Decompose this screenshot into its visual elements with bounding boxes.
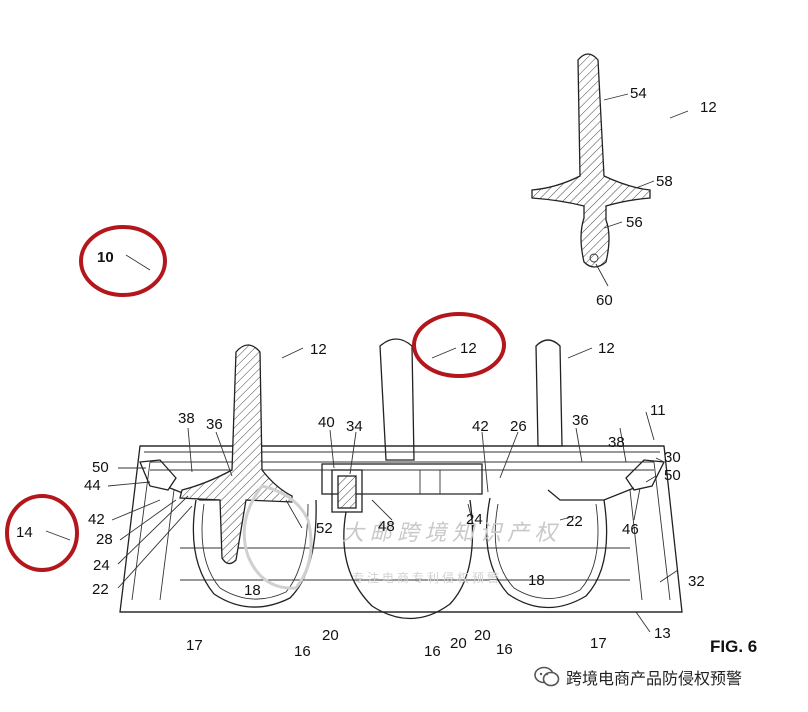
label-38-right: 38 <box>608 434 625 451</box>
label-48: 48 <box>378 518 395 535</box>
label-10: 10 <box>97 249 114 266</box>
label-50-left: 50 <box>92 459 109 476</box>
spoons-in-tray <box>179 338 563 565</box>
watermark-line-1: 大 邮 跨 境 知 识 产 权 <box>342 520 560 545</box>
label-58: 58 <box>656 173 673 190</box>
label-34: 34 <box>346 418 363 435</box>
cups <box>192 497 608 620</box>
tray-body <box>119 445 683 613</box>
label-12-detached: 12 <box>700 99 717 116</box>
label-16-center: 16 <box>424 643 441 660</box>
label-42-center: 42 <box>472 418 489 435</box>
channel-badge[interactable]: 跨境电商产品防侵权预警 <box>534 664 742 690</box>
label-24-center: 24 <box>466 511 483 528</box>
watermark: 大 邮 跨 境 知 识 产 权 专 注 电 商 专 利 侵 权 预 警 <box>242 484 560 590</box>
label-22-left: 22 <box>92 581 109 598</box>
label-18-right: 18 <box>528 572 545 589</box>
label-20-right: 20 <box>474 627 491 644</box>
label-20-center: 20 <box>450 635 467 652</box>
label-18-left: 18 <box>244 582 261 599</box>
label-11: 11 <box>650 402 666 419</box>
reference-numerals: 54 12 58 56 60 10 12 12 12 38 36 40 34 4… <box>16 85 757 660</box>
detached-spoon <box>531 53 651 268</box>
label-24-left: 24 <box>93 557 110 574</box>
channel-name: 跨境电商产品防侵权预警 <box>566 669 743 688</box>
label-16-left: 16 <box>294 643 311 660</box>
highlight-circle-14 <box>5 494 79 572</box>
label-12-right: 12 <box>598 340 615 357</box>
label-13: 13 <box>654 625 671 642</box>
label-40: 40 <box>318 414 335 431</box>
label-32: 32 <box>688 573 705 590</box>
label-28: 28 <box>96 531 113 548</box>
highlight-circle-12 <box>412 312 506 378</box>
label-17-right: 17 <box>590 635 607 652</box>
label-44: 44 <box>84 477 101 494</box>
leader-lines <box>45 93 689 633</box>
highlight-circle-10 <box>79 225 167 297</box>
label-54: 54 <box>630 85 647 102</box>
label-46: 46 <box>622 521 639 538</box>
label-22-right: 22 <box>566 513 583 530</box>
highlight-circles <box>5 225 506 572</box>
label-16-right: 16 <box>496 641 513 658</box>
label-17-left: 17 <box>186 637 203 654</box>
label-20-left: 20 <box>322 627 339 644</box>
figure-caption: FIG. 6 <box>710 637 757 656</box>
label-36-left: 36 <box>206 416 223 433</box>
label-60: 60 <box>596 292 613 309</box>
label-50-right: 50 <box>664 467 681 484</box>
label-14: 14 <box>16 524 33 541</box>
label-42-left: 42 <box>88 511 105 528</box>
label-52: 52 <box>316 520 333 537</box>
wechat-icon <box>534 666 560 687</box>
label-12-left: 12 <box>310 341 327 358</box>
label-26: 26 <box>510 418 527 435</box>
label-38-left: 38 <box>178 410 195 427</box>
label-56: 56 <box>626 214 643 231</box>
label-30: 30 <box>664 449 681 466</box>
watermark-line-2: 专 注 电 商 专 利 侵 权 预 警 <box>352 570 499 585</box>
label-36-right: 36 <box>572 412 589 429</box>
label-12-middle: 12 <box>460 340 477 357</box>
